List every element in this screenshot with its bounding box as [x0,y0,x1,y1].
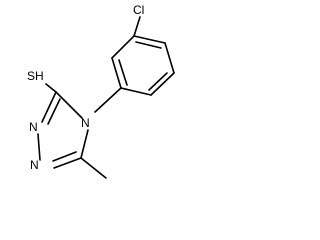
bond-n1-n2 [37,133,41,161]
bond-c3-sh [45,83,57,93]
molecule-structure: Cl SH N N N [27,3,175,179]
atom-label-n1: N [30,158,39,172]
bond-c5-methyl [80,157,107,179]
atom-label-thiol: SH [27,69,44,83]
bond-ring-c2-c3 [111,35,135,59]
chlorophenyl-ring [111,35,175,96]
atom-label-n2: N [29,120,38,134]
bond-ring-c3-c4 [133,35,166,44]
atom-label-n4: N [81,116,90,130]
triazole-ring [37,91,89,169]
bond-n4-c5 [80,129,89,159]
bond-c5-n1-double [52,151,77,162]
bond-n4-phenyl [94,87,122,113]
bond-n2-c3 [41,91,57,123]
bond-c5-n1 [53,157,82,169]
bond-ring-inner-c1-c2 [118,59,128,86]
bond-c-cl [133,16,141,37]
bond-ring-inner-c5-c6 [148,72,168,91]
bond-ring-c4-c5 [164,42,175,74]
bond-ring-inner-c3-c4 [135,41,162,49]
atom-label-chlorine: Cl [133,3,144,17]
bond-ring-c1-c2 [111,57,122,89]
bond-ring-c6-c1 [120,87,152,96]
bond-c3-n4 [55,91,83,119]
bond-ring-c5-c6 [150,72,175,96]
bond-n2-c3-double [47,98,61,125]
